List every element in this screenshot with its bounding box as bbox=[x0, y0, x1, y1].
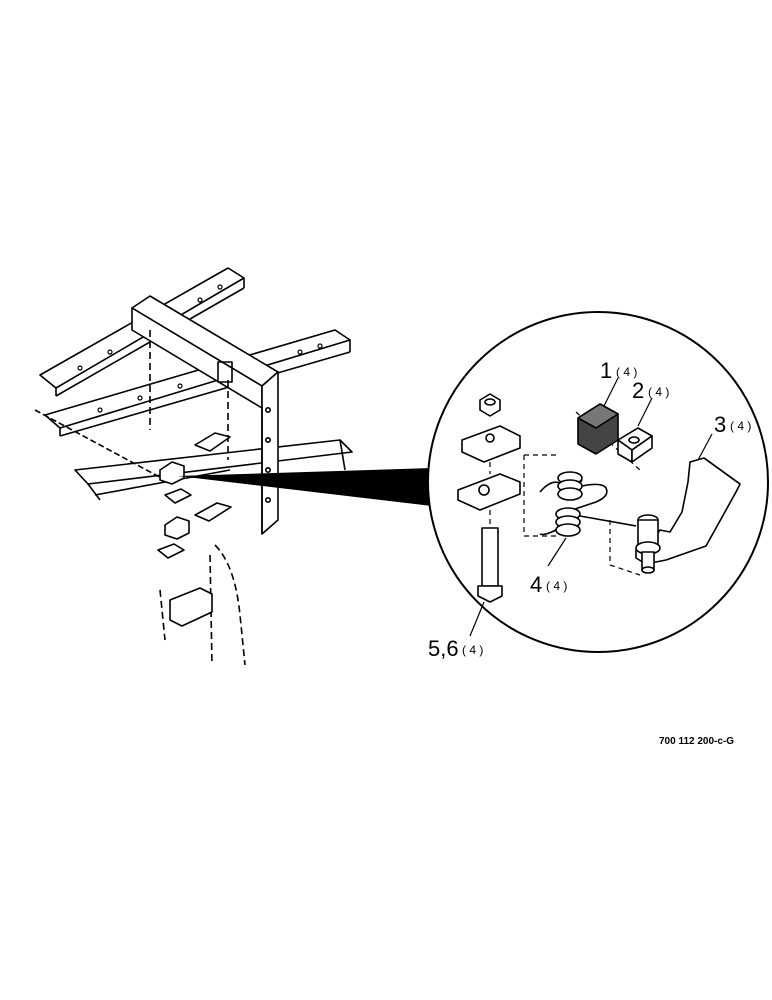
spring-icon-lower bbox=[539, 507, 637, 537]
callout-1: 1 ( 4 ) bbox=[600, 358, 637, 383]
callout-2-qty: ( 4 ) bbox=[648, 385, 669, 399]
bolt-icon bbox=[477, 527, 503, 603]
callout-3-qty: ( 4 ) bbox=[730, 419, 751, 433]
callout-1-label: 1 bbox=[600, 358, 612, 383]
detail-circle bbox=[427, 311, 769, 653]
figure-reference: 700 112 200-c-G bbox=[659, 736, 734, 747]
callout-5-6: 5,6 ( 4 ) bbox=[428, 636, 483, 661]
callout-5-6-qty: ( 4 ) bbox=[462, 643, 483, 657]
callout-3-label: 3 bbox=[714, 412, 726, 437]
arm-icon bbox=[635, 457, 741, 574]
callout-4-label: 4 bbox=[530, 572, 542, 597]
callout-1-qty: ( 4 ) bbox=[616, 365, 637, 379]
nut-icon bbox=[479, 393, 501, 417]
callout-2: 2 ( 4 ) bbox=[632, 378, 669, 403]
callout-4: 4 ( 4 ) bbox=[530, 572, 567, 597]
detail-pointer bbox=[178, 468, 432, 506]
callout-4-qty: ( 4 ) bbox=[546, 579, 567, 593]
pad-icon bbox=[577, 403, 619, 455]
callout-5-6-label: 5,6 bbox=[428, 636, 459, 661]
spring-icon bbox=[539, 471, 608, 513]
detail-assembly bbox=[457, 377, 741, 637]
washer-icon bbox=[617, 427, 653, 463]
frame-assembly bbox=[34, 267, 353, 666]
callout-3: 3 ( 4 ) bbox=[714, 412, 751, 437]
callout-2-label: 2 bbox=[632, 378, 644, 403]
